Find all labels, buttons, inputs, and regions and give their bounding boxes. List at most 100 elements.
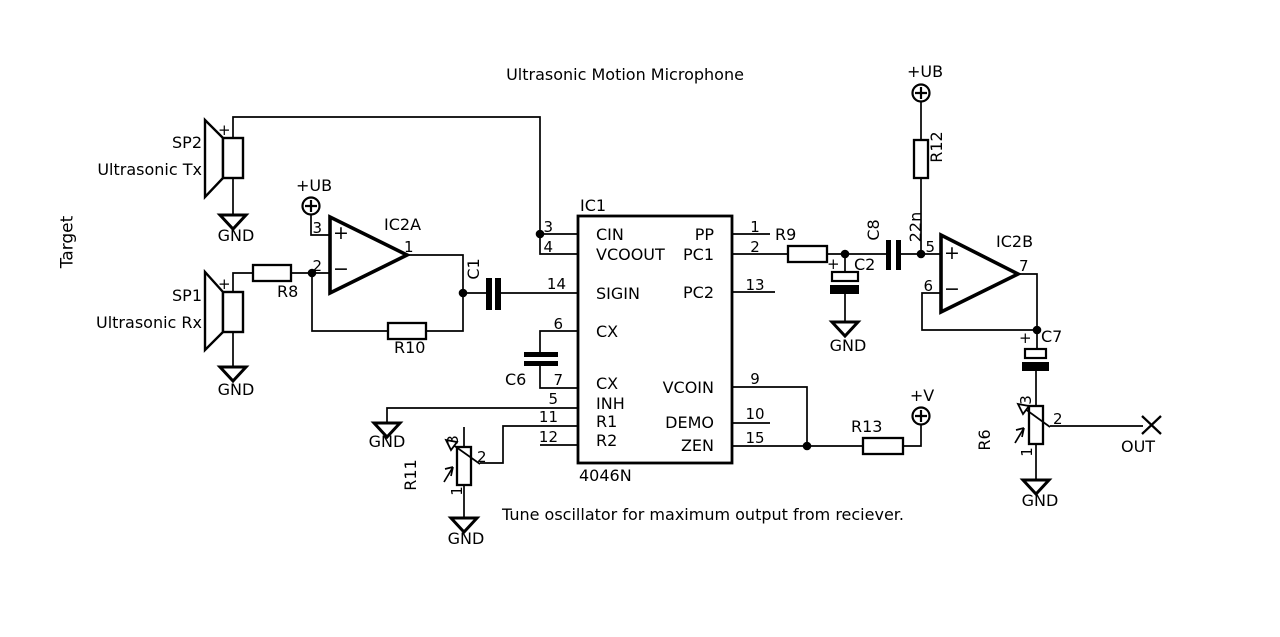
ic2b-pin7-number: 7 — [1019, 257, 1029, 275]
ic2a-pin2-number: 2 — [312, 257, 322, 275]
resistor-r8-body — [251, 263, 293, 283]
c8-label: C8 — [864, 219, 884, 241]
ic1-ref-label: IC1 — [580, 196, 607, 215]
ic1-pin5-number: 5 — [548, 390, 558, 408]
opamp-ic2b-symbol — [939, 232, 1023, 315]
ic1-pin-inh-label: INH — [596, 394, 625, 413]
gnd-label-c2: GND — [829, 336, 867, 355]
resistor-r9-body — [786, 244, 829, 264]
r9-label: R9 — [775, 225, 797, 244]
ic1-pin11-number: 11 — [538, 408, 558, 426]
supply-circle-r12 — [911, 83, 931, 103]
gnd-symbol-r6 — [1019, 478, 1053, 497]
pot-r11-wiper-arrow — [443, 438, 481, 483]
gnd-symbol-sp2 — [216, 213, 250, 232]
sp1-ref-label: SP1 — [172, 286, 202, 305]
ic1-pin-r2-label: R2 — [596, 431, 618, 450]
ic1-pin-cx2-label: CX — [596, 374, 619, 393]
r10-label: R10 — [394, 338, 426, 357]
r11-pin3-number: 3 — [443, 435, 462, 445]
gnd-symbol-r11 — [447, 516, 481, 535]
gnd-label-r6: GND — [1021, 491, 1059, 510]
gnd-symbol-inh — [370, 421, 404, 440]
sp1-desc-label: Ultrasonic Rx — [96, 313, 202, 332]
ic1-pin-demo-label: DEMO — [665, 413, 714, 432]
ic1-pin-vcoin-label: VCOIN — [662, 378, 714, 397]
ic1-pin-pc2-label: PC2 — [683, 283, 714, 302]
ic1-pin1-number: 1 — [750, 218, 760, 236]
r6-pin1-number: 1 — [1017, 447, 1036, 457]
pot-r6-body — [1027, 404, 1045, 446]
sp2-ref-label: SP2 — [172, 133, 202, 152]
ic1-outline — [576, 214, 734, 465]
supply-circle-ic2a — [301, 196, 321, 216]
ic1-pin-r1-label: R1 — [596, 412, 618, 431]
ic1-pin7-number: 7 — [553, 371, 563, 389]
r12-label: R12 — [927, 131, 947, 163]
c2-plus-sign: + — [827, 255, 840, 273]
ic1-part-label: 4046N — [579, 466, 632, 485]
sp2-plus-sign: + — [218, 121, 231, 139]
cap-c8-symbol — [886, 240, 901, 270]
ic2a-plus-sign: + — [333, 222, 349, 244]
target-label: Target — [57, 215, 78, 269]
supply-symbols — [301, 83, 931, 426]
out-connector-x — [1141, 415, 1162, 435]
ic1-pin-sigin-label: SIGIN — [596, 284, 640, 303]
r13-label: R13 — [851, 417, 883, 436]
ic2a-minus-sign: − — [333, 258, 349, 280]
c2-label: C2 — [854, 255, 876, 274]
ic1-pin3-number: 3 — [543, 218, 553, 236]
ic2b-pin6-number: 6 — [923, 277, 933, 295]
r6-wiper-number: 2 — [1053, 410, 1063, 428]
c7-plus-sign: + — [1019, 329, 1032, 347]
gnd-symbol-c2 — [828, 320, 862, 339]
r8-label: R8 — [277, 282, 299, 301]
ic1-pin13-number: 13 — [745, 276, 765, 294]
ic1-pin15-number: 15 — [745, 429, 765, 447]
resistor-bodies — [251, 138, 1045, 487]
ic1-pin-pc1-label: PC1 — [683, 245, 714, 264]
gnd-symbol-sp1 — [216, 365, 250, 384]
ic1-pin9-number: 9 — [750, 370, 760, 388]
c7-label: C7 — [1041, 327, 1063, 346]
c6-label: C6 — [505, 370, 527, 389]
ic1-pin10-number: 10 — [745, 405, 765, 423]
supply-ub-ic2a-label: +UB — [295, 176, 333, 195]
pot-r6-wiper-arrow — [1014, 402, 1051, 444]
sp2-desc-label: Ultrasonic Tx — [97, 160, 202, 179]
gnd-label-sp1: GND — [217, 380, 255, 399]
speaker-sp1-symbol — [203, 268, 245, 353]
ic1-pin-pp-label: PP — [694, 225, 714, 244]
ic1-pin-cx1-label: CX — [596, 322, 619, 341]
cap-c6-symbol — [524, 352, 558, 366]
ic2b-plus-sign: + — [944, 242, 960, 264]
gnd-label-inh: GND — [368, 432, 406, 451]
supply-ub-r12-label: +UB — [906, 62, 944, 81]
schematic-title: Ultrasonic Motion Microphone — [506, 65, 744, 84]
gnd-symbols — [216, 213, 1053, 535]
r11-wiper-number: 2 — [477, 448, 487, 466]
gnd-label-sp2: GND — [217, 226, 255, 245]
resistor-r10-body — [386, 321, 428, 341]
ic2b-ref-label: IC2B — [996, 232, 1034, 251]
ic1-pin-zen-label: ZEN — [680, 436, 714, 455]
r11-pin1-number: 1 — [447, 486, 466, 496]
gnd-label-r11: GND — [447, 529, 485, 548]
cap-c7-symbol — [1022, 347, 1049, 371]
speaker-sp2-symbol — [203, 117, 245, 201]
ic1-pin-vcoout-label: VCOOUT — [596, 245, 665, 264]
ic2a-ref-label: IC2A — [384, 215, 422, 234]
cap-c1-symbol — [486, 278, 501, 310]
supply-circle-r13 — [911, 406, 931, 426]
supply-v-label: +V — [909, 386, 935, 405]
pot-r11-body — [455, 445, 473, 487]
ic1-pin2-number: 2 — [750, 238, 760, 256]
resistor-r12-body — [912, 138, 930, 180]
ic2a-pin3-number: 3 — [312, 219, 322, 237]
c8-value-label: 22n — [906, 211, 926, 243]
ic1-pin4-number: 4 — [543, 238, 553, 256]
junction-dots — [307, 229, 1042, 451]
